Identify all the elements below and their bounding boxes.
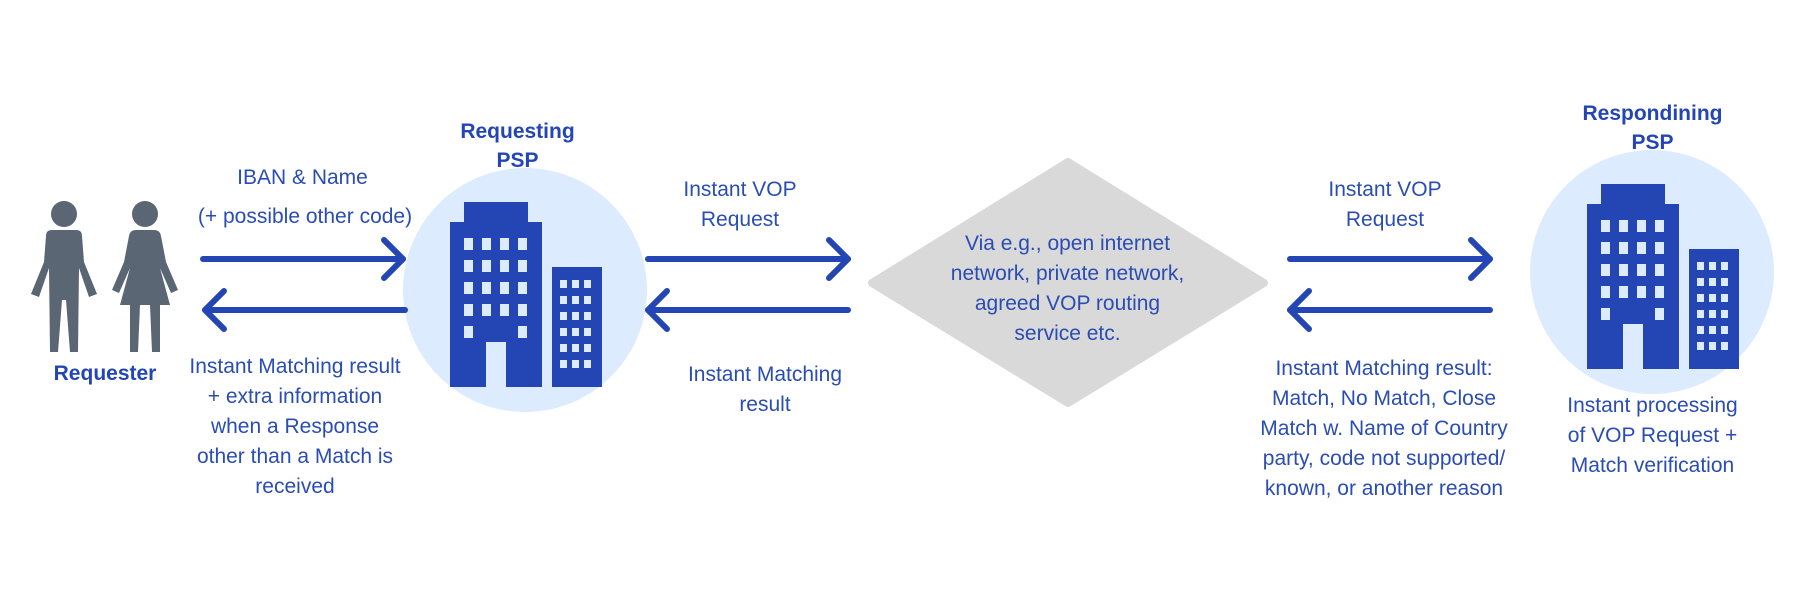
iban-name-label: IBAN & Name [237, 166, 368, 189]
man-icon [31, 201, 97, 352]
woman-icon [112, 201, 178, 352]
possible-other-code-label: (+ possible other code) [197, 205, 413, 228]
arrow-left-icon [645, 288, 851, 332]
arrow-left-icon [202, 288, 408, 332]
matching-result-outcomes-label: Instant Matching result: Match, No Match… [1260, 357, 1508, 500]
arrow-right-icon [645, 237, 851, 281]
responding-psp-label: Respondining PSP [1582, 102, 1723, 154]
instant-vop-request-label-right: Instant VOP Request [1328, 178, 1442, 231]
instant-processing-label: Instant processing of VOP Request + Matc… [1567, 394, 1738, 477]
people-icon [31, 201, 178, 352]
requesting-psp-label: Requesting PSP [460, 120, 575, 172]
matching-result-extra-info-label: Instant Matching result + extra informat… [189, 355, 401, 498]
arrow-left-icon [1287, 288, 1493, 332]
instant-vop-request-label-left: Instant VOP Request [683, 178, 797, 231]
network-description: Via e.g., open internet network, private… [950, 232, 1185, 345]
requester-label: Requester [53, 362, 157, 385]
network-diamond [868, 158, 1268, 407]
arrow-right-icon [1287, 237, 1493, 281]
arrow-right-icon [200, 237, 406, 281]
instant-matching-result-label-left: Instant Matching result [687, 363, 843, 416]
